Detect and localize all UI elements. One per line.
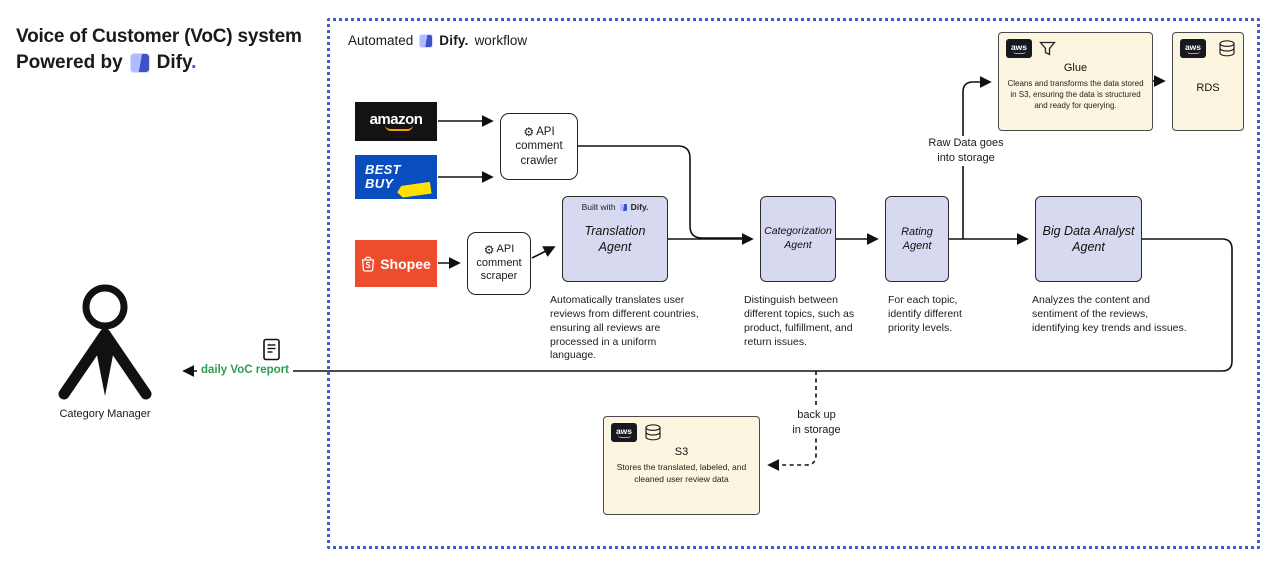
title-line2: Powered by Dify. [16,52,326,74]
rds-label: RDS [1196,82,1220,94]
dify-logo-icon [618,202,628,212]
category-manager-label: Category Manager [59,408,151,420]
api-comment-crawler-node: ⚙ API comment crawler [500,113,578,180]
workflow-header-brand: Dify. [439,33,469,48]
crawler-label-line1: API [536,125,555,138]
dify-logo-icon [129,53,150,73]
s3-label: S3 [674,446,689,458]
daily-voc-report-label: daily VoC report [197,363,293,377]
amazon-logo: amazon [355,102,437,141]
backup-storage-note: back up in storage [779,408,854,438]
dify-logo-icon [419,33,434,48]
s3-description: Stores the translated, labeled, and clea… [616,462,747,484]
workflow-header-suffix: workflow [474,33,528,48]
database-icon [1219,40,1235,57]
bestbuy-wordmark-line2: BUY [365,176,394,191]
scraper-label-line3: scraper [480,270,518,283]
bestbuy-wordmark-line1: BEST [365,162,401,178]
workflow-header-prefix: Automated [348,33,414,48]
aws-logo-icon: aws [1180,39,1206,58]
big-data-analyst-agent-description: Analyzes the content and sentiment of th… [1032,294,1187,334]
scraper-label-line1: API [496,242,515,255]
rating-agent-description: For each topic, identify different prior… [888,294,962,334]
rating-agent-node: Rating Agent [885,196,949,282]
report-document-icon [263,338,280,361]
crawler-label-line3: crawler [520,154,558,167]
scraper-label-line2: comment [476,256,522,269]
category-manager-icon [58,284,152,400]
workflow-header: Automated Dify. workflow [348,33,527,48]
brand-name: Dify. [156,52,197,73]
bestbuy-tag-icon [396,182,431,199]
categorization-agent-label: Categorization Agent [764,225,832,251]
aws-rds-node: aws RDS [1172,32,1244,131]
aws-glue-node: aws Glue Cleans and transforms the data … [998,32,1153,131]
aws-logo-icon: aws [1006,39,1032,58]
raw-data-storage-note: Raw Data goes into storage [918,136,1014,166]
translation-agent-description: Automatically translates user reviews fr… [550,294,699,362]
title-line1: Voice of Customer (VoC) system [16,26,302,47]
page-title: Voice of Customer (VoC) system Powered b… [16,26,326,74]
glue-description: Cleans and transforms the data stored in… [1007,79,1144,111]
title-powered-by: Powered by [16,52,123,73]
shopee-wordmark: Shopee [380,255,431,272]
aws-s3-node: aws S3 Stores the translated, labeled, a… [603,416,760,515]
gear-icon: ⚙ [483,242,495,257]
built-with-dify-badge: Built with Dify. [581,202,649,212]
shopee-logo: Shopee [355,240,437,287]
categorization-agent-node: Categorization Agent [760,196,836,282]
gear-icon: ⚙ [523,125,535,140]
categorization-agent-description: Distinguish between different topics, su… [744,294,855,348]
glue-label: Glue [1063,62,1088,74]
amazon-wordmark: amazon [369,111,423,128]
rating-agent-label: Rating Agent [901,225,933,252]
translation-agent-node: Built with Dify. Translation Agent [562,196,668,282]
big-data-analyst-agent-node: Big Data Analyst Agent [1035,196,1142,282]
translation-agent-label: Translation Agent [584,223,646,254]
big-data-analyst-agent-label: Big Data Analyst Agent [1042,223,1135,254]
amazon-smile-icon [385,125,413,131]
bestbuy-logo: BEST BUY [355,155,437,199]
aws-logo-icon: aws [611,423,637,442]
api-comment-scraper-node: ⚙ API comment scraper [467,232,531,295]
funnel-icon [1039,41,1056,56]
database-icon [645,424,661,441]
crawler-label-line2: comment [515,140,563,153]
shopping-bag-icon [362,256,375,272]
